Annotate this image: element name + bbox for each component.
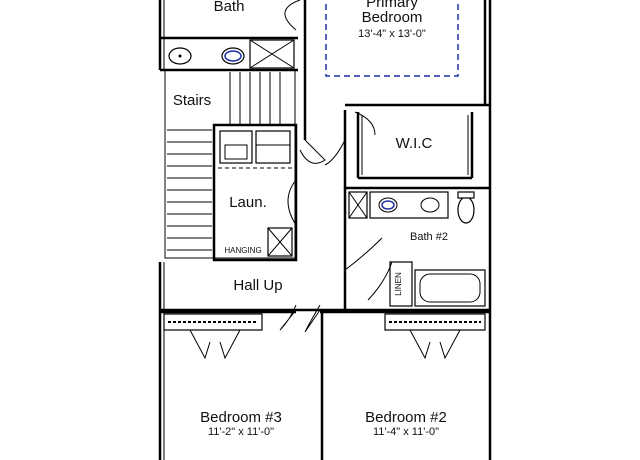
label-laundry: Laun. bbox=[229, 194, 267, 211]
label-hall-up: Hall Up bbox=[233, 277, 282, 294]
primary-bedroom bbox=[303, 0, 459, 140]
toilet bbox=[457, 196, 475, 224]
tray-ceiling bbox=[325, 0, 459, 77]
label-bedroom2: Bedroom #2 bbox=[365, 409, 447, 426]
label-bedroom3-size: 11'-2" x 11'-0" bbox=[208, 426, 274, 438]
label-primary-bedroom-1: Primary bbox=[366, 0, 418, 11]
label-primary-bedroom-size: 13'-4" x 13'-0" bbox=[358, 28, 426, 40]
label-linen: LINEN bbox=[394, 272, 403, 296]
label-stairs: Stairs bbox=[173, 92, 211, 109]
label-hanging: HANGING bbox=[224, 246, 261, 255]
label-bath-top: Bath bbox=[214, 0, 245, 15]
hall-doors bbox=[279, 139, 346, 333]
bathtub bbox=[414, 269, 486, 307]
exterior-walls bbox=[158, 0, 492, 460]
label-bedroom3: Bedroom #3 bbox=[200, 409, 282, 426]
laundry-room bbox=[212, 123, 298, 262]
label-bedroom2-size: 11'-4" x 11'-0" bbox=[373, 426, 439, 438]
label-primary-bedroom-2: Bedroom bbox=[362, 9, 423, 26]
bath-2 bbox=[343, 188, 486, 310]
bedroom-walls bbox=[160, 310, 490, 460]
label-wic: W.I.C bbox=[396, 135, 433, 152]
label-bath2: Bath #2 bbox=[410, 231, 448, 243]
linen-closet bbox=[389, 261, 413, 307]
dryer bbox=[255, 130, 291, 164]
laundry-door-swing bbox=[287, 179, 297, 226]
